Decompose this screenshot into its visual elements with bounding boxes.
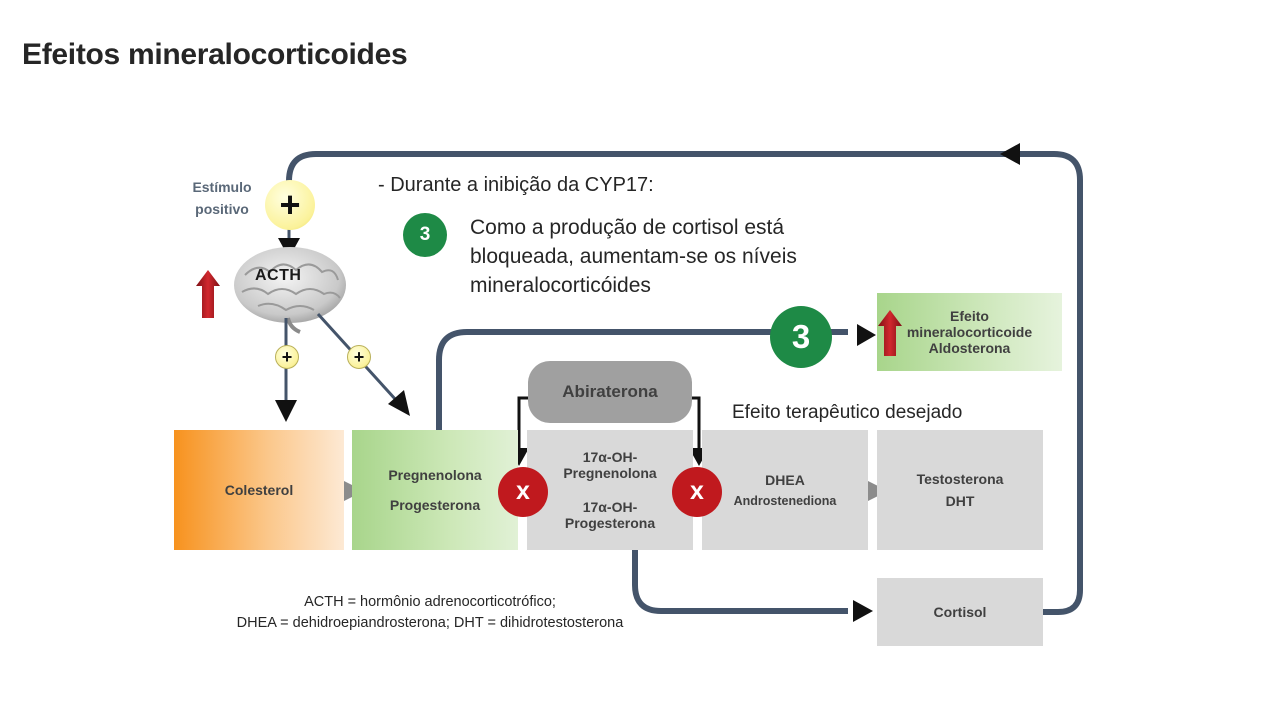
cortisol-loop-arrowhead bbox=[853, 600, 873, 622]
page-title: Efeitos mineralocorticoides bbox=[22, 38, 408, 71]
acth-increase-arrow bbox=[196, 270, 220, 318]
cortisol-loop-line bbox=[632, 550, 848, 614]
inhibition-x-mark-1: x bbox=[498, 467, 548, 517]
explanation-text: Como a produção de cortisol está bloquea… bbox=[470, 216, 797, 297]
mineralocorticoid-effect-box: Efeito mineralocorticoide Aldosterona bbox=[877, 293, 1062, 371]
footnote: ACTH = hormônio adrenocorticotrófico; DH… bbox=[236, 594, 624, 631]
inhibition-x-mark-2: x bbox=[672, 467, 722, 517]
flow-arrow-1 bbox=[338, 478, 364, 504]
stimulus-label: Estímulo positivo bbox=[192, 179, 252, 217]
plus-icon-colesterol: + bbox=[275, 345, 299, 369]
abiraterona-label: Abiraterona bbox=[528, 361, 692, 423]
to-pregnenolona-arrowhead bbox=[388, 390, 410, 416]
colesterol-box: Colesterol bbox=[174, 430, 344, 550]
mineral-loop-line bbox=[436, 329, 848, 430]
step-badge-large: 3 bbox=[770, 306, 832, 368]
mineral-increase-arrow bbox=[878, 310, 902, 356]
to-colesterol-arrowhead bbox=[275, 400, 297, 422]
cyp17-bullet: - Durante a inibição da CYP17: bbox=[378, 174, 654, 196]
cortisol-box: Cortisol bbox=[877, 578, 1043, 646]
testosterona-box: Testosterona DHT bbox=[877, 430, 1043, 550]
dhea-box: DHEA Androstenediona bbox=[702, 430, 868, 550]
step-badge-small: 3 bbox=[403, 213, 447, 257]
therapeutic-effect-label: Efeito terapêutico desejado bbox=[732, 402, 963, 423]
acth-label: ACTH bbox=[255, 267, 302, 284]
flow-arrow-2 bbox=[862, 478, 888, 504]
plus-icon-pregnenolona: + bbox=[347, 345, 371, 369]
pregnenolona-box: Pregnenolona Progesterona bbox=[352, 430, 518, 550]
mineral-loop-arrowhead bbox=[857, 324, 876, 346]
feedback-loop-arrowhead bbox=[1000, 143, 1020, 165]
positive-stimulus-plus-icon: + bbox=[265, 180, 315, 230]
feedback-loop-line bbox=[286, 151, 1083, 615]
brain-icon bbox=[234, 247, 346, 334]
hydroxy-box: 17α-OH- Pregnenolona 17α-OH- Progesteron… bbox=[527, 430, 693, 550]
